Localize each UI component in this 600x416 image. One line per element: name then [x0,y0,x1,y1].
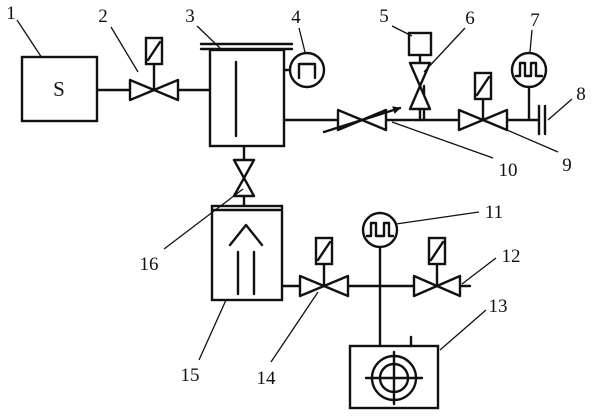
label-2: 2 [98,6,108,27]
label-7: 7 [530,10,540,31]
valve-12 [412,236,462,298]
callout-labels: 1 2 3 4 5 6 7 8 9 10 11 12 13 14 15 16 [6,3,586,389]
valve-2 [128,36,180,102]
label-16: 16 [140,254,159,275]
label-14: 14 [257,368,277,389]
actuator-5 [407,31,433,65]
adjustable-valve-10 [322,106,402,134]
valve-6 [408,61,432,122]
label-3: 3 [185,6,195,27]
heater-13 [348,335,440,410]
chamber [199,42,294,148]
label-11: 11 [485,202,503,223]
label-6: 6 [465,8,475,29]
source-box: S [20,55,99,123]
source-box-letter: S [53,77,65,101]
label-5: 5 [379,6,389,27]
pulse-gauge-4 [282,51,326,89]
label-4: 4 [291,7,301,28]
label-15: 15 [181,365,200,386]
label-9: 9 [562,155,572,176]
label-1: 1 [6,3,16,24]
vessel-15 [210,204,284,302]
pulse-gauge-7 [510,51,548,122]
label-13: 13 [489,296,508,317]
pulse-gauge-11 [361,211,399,249]
label-10: 10 [499,160,518,181]
leader-lines [16,19,573,363]
pipes [95,84,540,348]
valve-9 [457,71,509,132]
label-12: 12 [502,246,521,267]
label-8: 8 [576,84,586,105]
valve-14 [298,236,350,298]
end-cap-8 [537,104,547,136]
valve-16 [232,158,256,198]
